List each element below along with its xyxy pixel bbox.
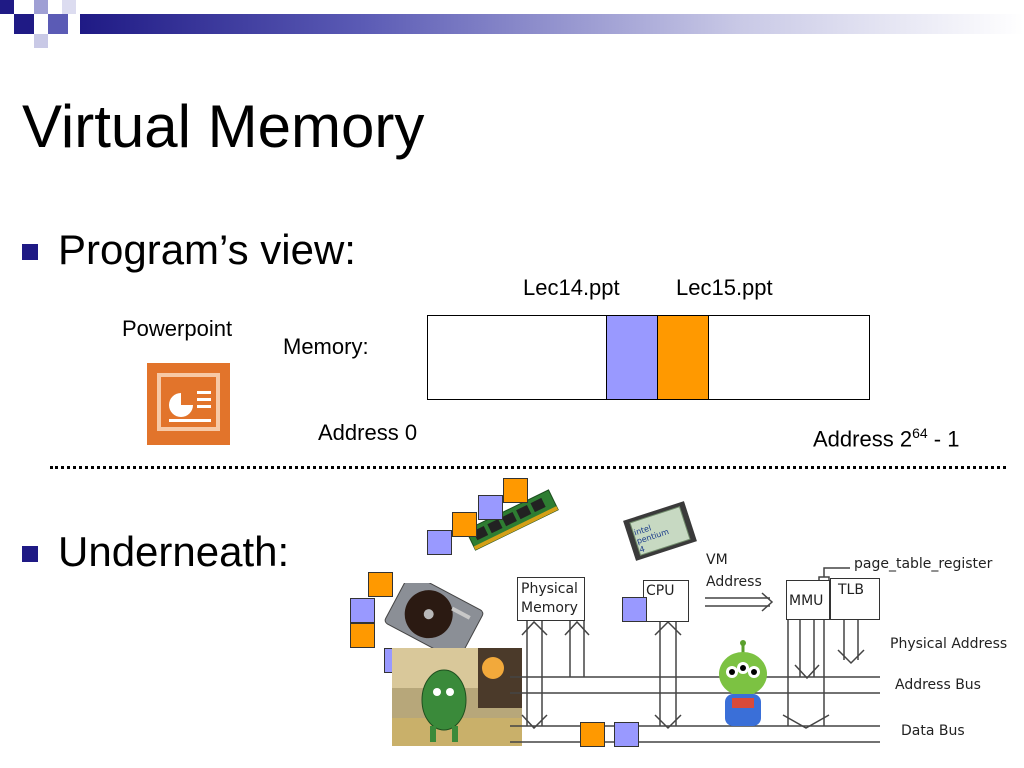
bullet-programs-view: Program’s view: (58, 226, 356, 273)
memory-block (452, 512, 477, 537)
address-start-label: Address 0 (318, 420, 418, 445)
lec14-label: Lec14.ppt (523, 275, 620, 300)
powerpoint-label: Powerpoint (122, 316, 233, 341)
header-square (0, 0, 14, 14)
mmu-box (786, 580, 830, 620)
alien-toy-image (712, 640, 774, 730)
header-square (14, 14, 34, 34)
vm-address-label: VM Address (706, 552, 762, 590)
bullet-marker (22, 546, 38, 562)
physical-memory-box (517, 577, 585, 621)
lec15-memory-segment (657, 316, 709, 399)
header-gradient-band (80, 14, 1024, 34)
address-end-exponent: 64 (912, 425, 928, 441)
memory-block (580, 722, 605, 747)
slide-title: Virtual Memory (22, 93, 425, 160)
memory-block (503, 478, 528, 503)
address-end-label: Address 264 - 1 (813, 420, 959, 452)
powerpoint-icon (147, 363, 230, 445)
physical-memory-label: Physical Memory (521, 581, 578, 616)
lec15-label: Lec15.ppt (676, 275, 773, 300)
memory-block (478, 495, 503, 520)
cartoon-character-image (392, 648, 522, 746)
bullet-underneath: Underneath: (58, 528, 290, 575)
memory-block (622, 597, 647, 622)
data-bus-label: Data Bus (901, 723, 965, 739)
memory-block (368, 572, 393, 597)
bullet-marker (22, 244, 38, 260)
address-end-base: Address 2 (813, 426, 913, 452)
memory-block (350, 623, 375, 648)
section-divider (50, 466, 1006, 469)
cpu-label: CPU (646, 583, 675, 599)
address-bus-label: Address Bus (895, 677, 981, 693)
mmu-label: MMU (789, 593, 824, 609)
page-table-register-label: page_table_register (854, 556, 993, 572)
header-square (48, 14, 68, 34)
tlb-label: TLB (838, 582, 864, 598)
header-square (62, 0, 76, 14)
lec14-memory-segment (606, 316, 658, 399)
cpu-box (643, 580, 689, 622)
memory-block (350, 598, 375, 623)
cpu-chip-image: intel pentium 4 (620, 500, 700, 562)
header-square (34, 0, 48, 14)
memory-label: Memory: (283, 334, 369, 359)
hard-disk-image (384, 573, 484, 661)
physical-address-label: Physical Address (890, 636, 1008, 652)
tlb-box (830, 578, 880, 620)
memory-block (614, 722, 639, 747)
header-square (34, 34, 48, 48)
memory-address-space (427, 315, 870, 400)
memory-block (427, 530, 452, 555)
address-end-suffix: - 1 (927, 426, 960, 452)
